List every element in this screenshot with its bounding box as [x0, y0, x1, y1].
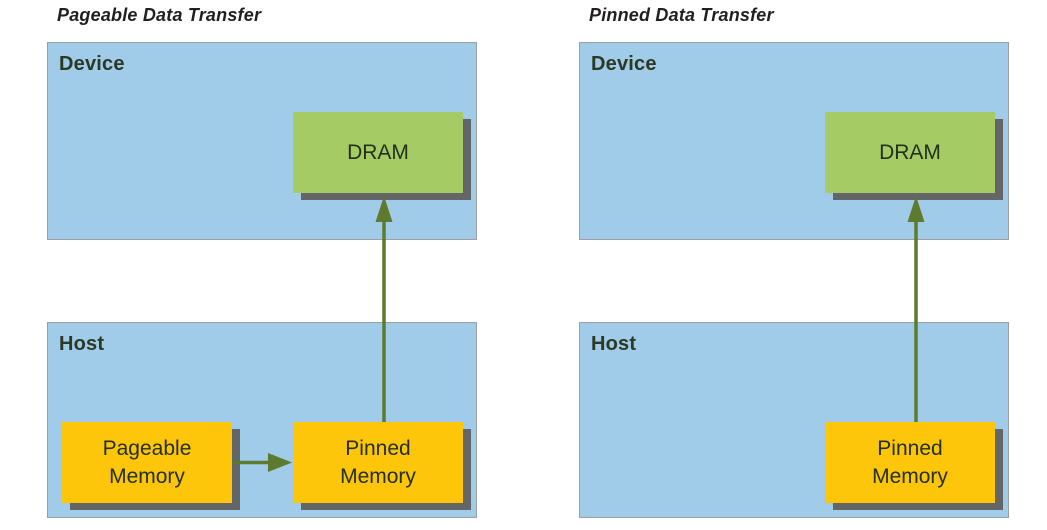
- pageable-memory-label-line2: Memory: [109, 464, 185, 488]
- dram-label: DRAM: [879, 140, 941, 164]
- pageable-dram-node: DRAM: [293, 112, 463, 193]
- pinned-memory-label-line1: Pinned: [345, 436, 411, 460]
- pinned-transfer-title: Pinned Data Transfer: [589, 5, 774, 25]
- pinned-dram-node: DRAM: [825, 112, 995, 193]
- host-label: Host: [59, 333, 105, 355]
- pageable-memory-node: Pageable Memory: [62, 422, 232, 503]
- device-label: Device: [59, 53, 125, 75]
- pinned-memory-label-line1: Pinned: [877, 436, 943, 460]
- pageable-transfer-title: Pageable Data Transfer: [57, 5, 262, 25]
- pageable-memory-label-line1: Pageable: [102, 436, 192, 460]
- pinned-memory-label-line2: Memory: [340, 464, 416, 488]
- host-label: Host: [591, 333, 637, 355]
- dram-label: DRAM: [347, 140, 409, 164]
- pinned-memory-node-left: Pinned Memory: [293, 422, 463, 503]
- pinned-memory-node-right: Pinned Memory: [825, 422, 995, 503]
- device-label: Device: [591, 53, 657, 75]
- pinned-memory-label-line2: Memory: [872, 464, 948, 488]
